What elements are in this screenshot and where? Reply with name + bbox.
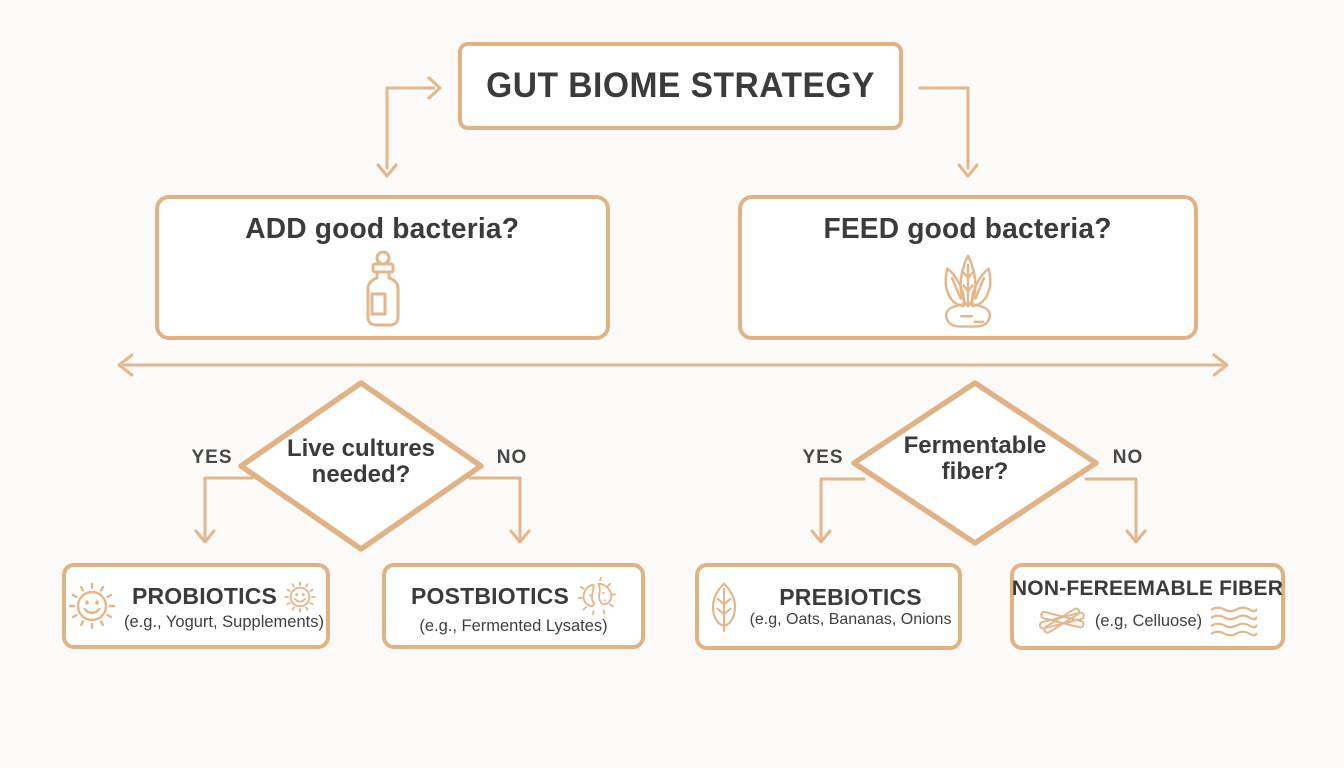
root-vegetable-icon	[935, 250, 1001, 334]
branch-box-add: ADD good bacteria?	[155, 195, 610, 340]
no-label-live-cultures: NO	[496, 447, 528, 468]
branch-box-feed: FEED good bacteria?	[738, 195, 1198, 340]
decision-line1: Live cultures	[286, 435, 436, 462]
diamond-fermentable-fiber	[851, 380, 1099, 546]
outcome-subtitle: (e.g, Celluose)	[1094, 611, 1203, 630]
double-arrow-left-head	[117, 353, 134, 377]
title-box: GUT BIOME STRATEGY	[458, 42, 903, 130]
dropper-bottle-icon	[356, 250, 410, 330]
arrow-yes-probiotics	[203, 476, 254, 542]
decision-line1: Fermentable	[903, 432, 1047, 459]
outcome-title: POSTBIOTICS	[410, 583, 570, 610]
arrowhead-into-title	[427, 76, 442, 100]
wavy-fibers-icon	[1209, 603, 1259, 639]
page-title: GUT BIOME STRATEGY	[486, 66, 875, 105]
arrowhead-down-add	[376, 163, 398, 178]
arrowhead-down-feed	[957, 163, 979, 178]
decision-line2: fiber?	[941, 458, 1009, 486]
arrow-no-postbiotics	[468, 476, 522, 542]
bacteria-smiley-icon	[68, 582, 116, 630]
arrowhead-yes-probiotics	[194, 529, 216, 544]
arrowhead-no-fiber	[1125, 529, 1147, 544]
yes-label-fermentable-fiber: YES	[802, 447, 844, 468]
arrow-no-fiber	[1084, 477, 1138, 542]
outcome-box-prebiotics: PREBIOTICS (e.g, Oats, Bananas, Onions	[695, 563, 962, 650]
outcome-subtitle: (e.g., Fermented Lysates)	[419, 616, 608, 635]
bacteria-smiley-icon	[284, 580, 316, 613]
leaf-icon	[706, 579, 742, 635]
outcome-title: PROBIOTICS	[131, 583, 278, 610]
arrow-title-to-add	[385, 86, 436, 170]
branch-feed-label: FEED good bacteria?	[823, 213, 1113, 245]
decision-line2: needed?	[311, 461, 411, 489]
split-bacteria-icon	[576, 576, 617, 617]
decision-live-cultures-label: Live cultures needed?	[246, 435, 476, 489]
yes-label-live-cultures: YES	[191, 447, 233, 468]
double-arrow-right-head	[1212, 353, 1229, 377]
arrow-yes-prebiotics	[819, 477, 866, 542]
outcome-box-non-fermentable-fiber: NON-FEREEMABLE FIBER (e.g, Celluose)	[1010, 563, 1285, 650]
crossed-fibers-icon	[1036, 602, 1088, 640]
outcome-title: PREBIOTICS	[779, 584, 922, 611]
diamond-live-cultures	[238, 380, 484, 552]
arrowhead-no-postbiotics	[509, 529, 531, 544]
no-label-fermentable-fiber: NO	[1112, 447, 1144, 468]
decision-fermentable-fiber-label: Fermentable fiber?	[860, 432, 1090, 486]
outcome-box-postbiotics: POSTBIOTICS (e.g., Fermented Lysates)	[382, 563, 645, 649]
branch-add-label: ADD good bacteria?	[245, 213, 520, 245]
outcome-subtitle: (e.g., Yogurt, Supplements)	[124, 612, 324, 631]
outcome-box-probiotics: PROBIOTICS (e.g., Yogurt, Supplements)	[62, 563, 330, 649]
outcome-subtitle: (e.g, Oats, Bananas, Onions	[749, 610, 952, 628]
outcome-title: NON-FEREEMABLE FIBER	[1011, 577, 1284, 600]
arrow-title-to-feed	[918, 86, 970, 170]
arrowhead-yes-prebiotics	[810, 529, 832, 544]
